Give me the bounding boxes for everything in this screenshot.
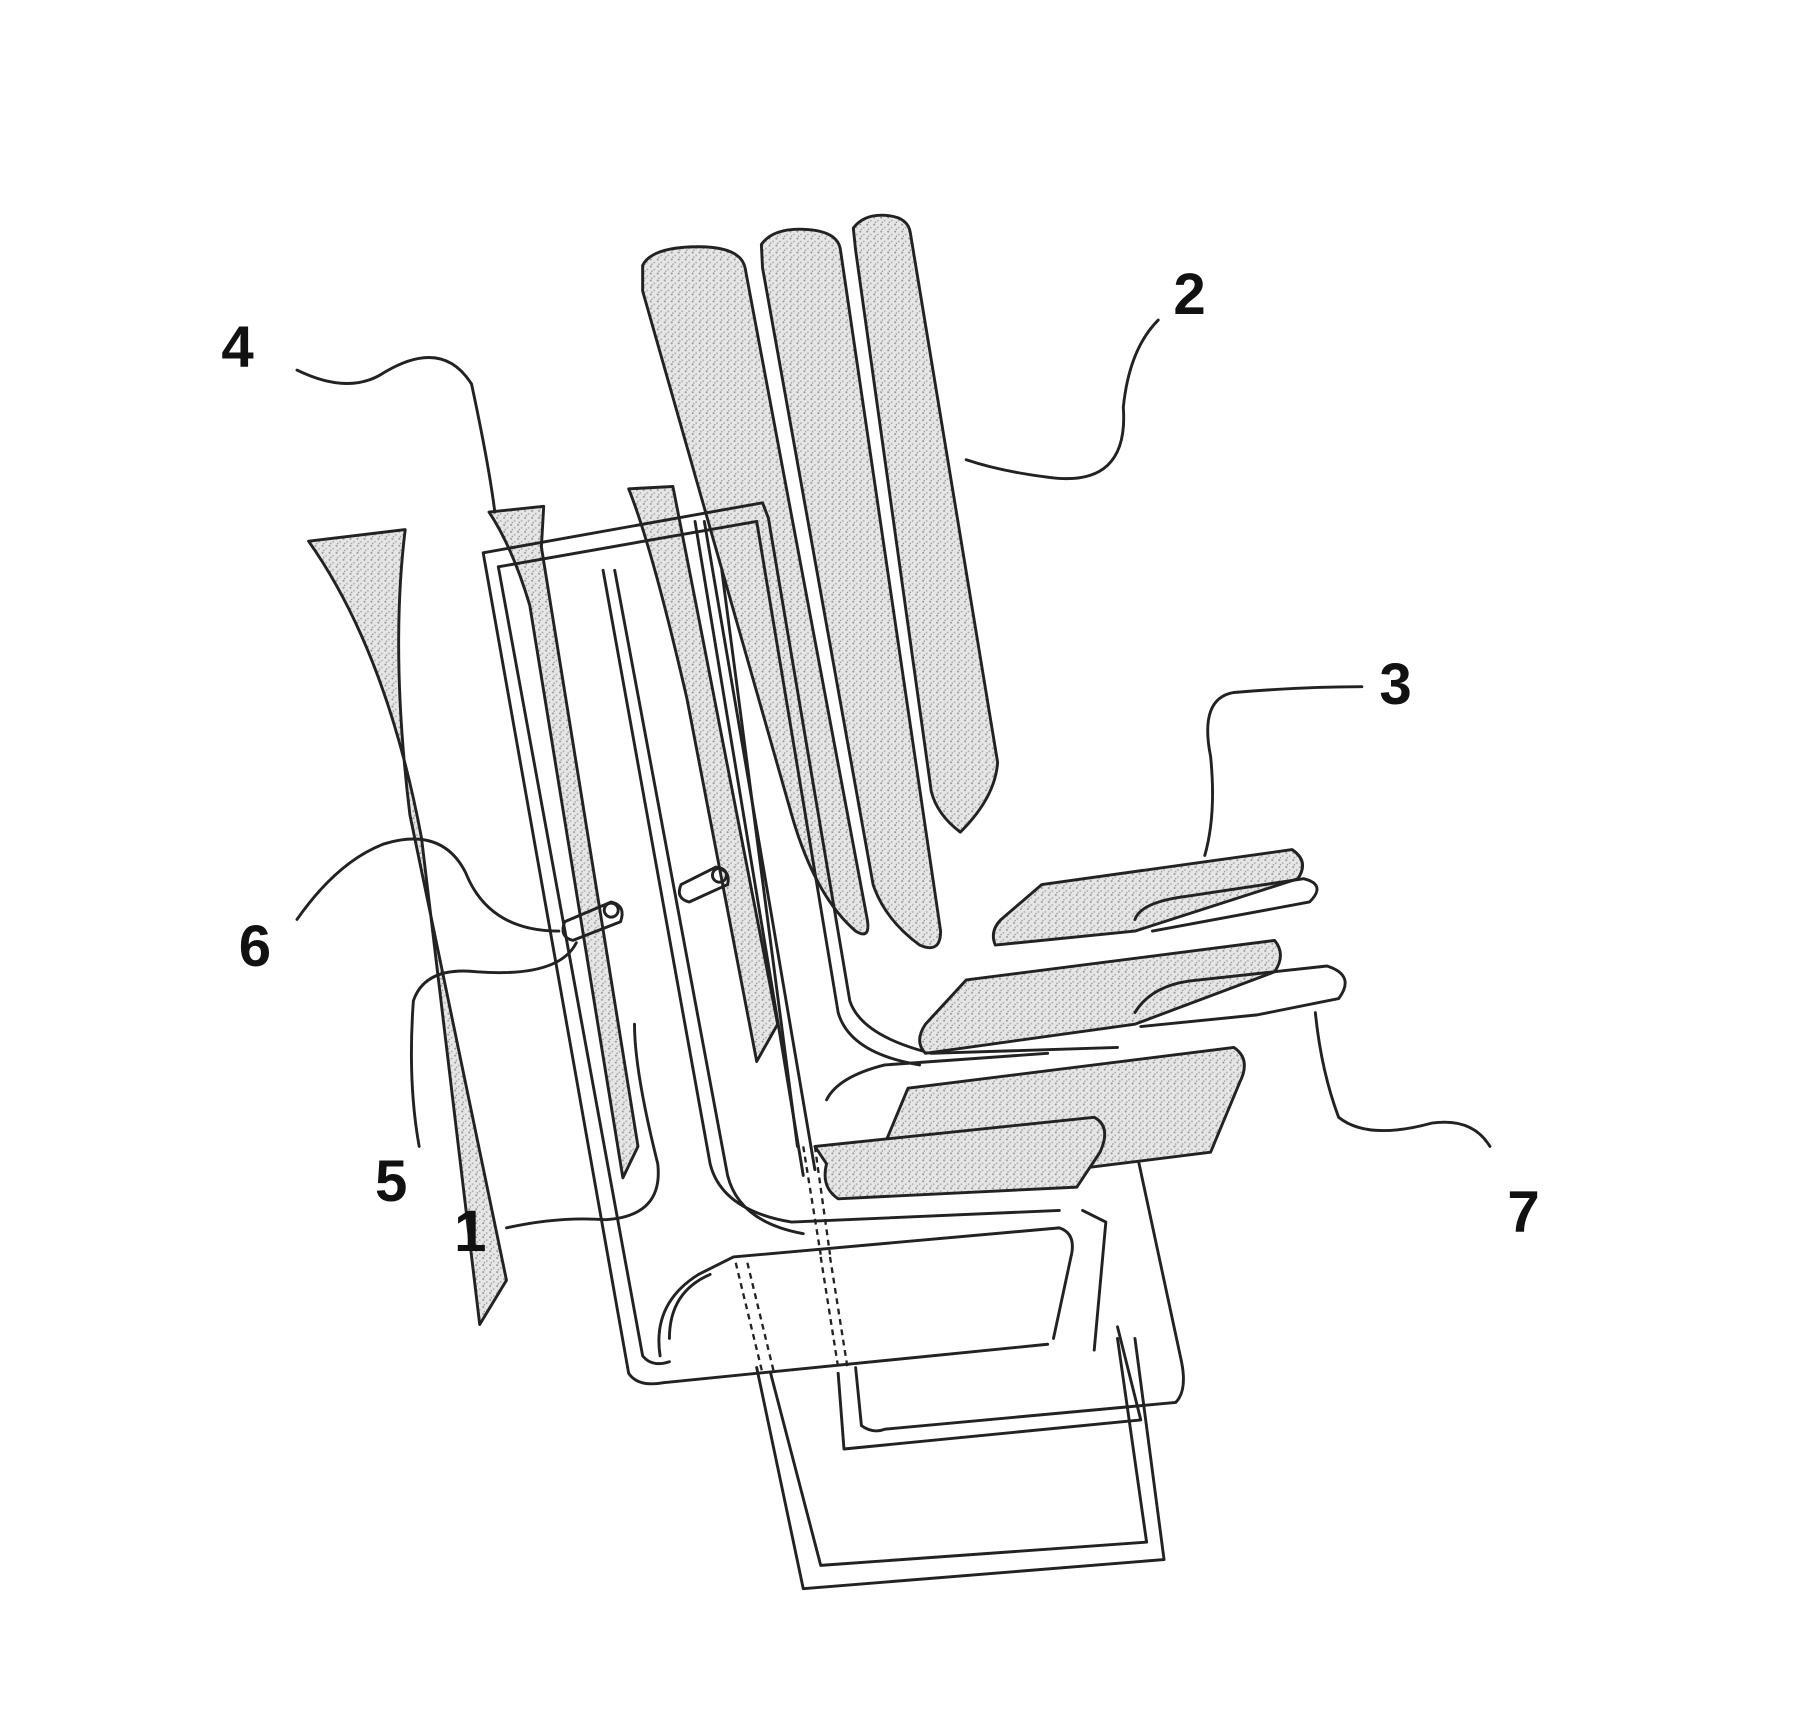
numeral-7: 7 <box>1507 1179 1539 1244</box>
seat-pads <box>813 848 1347 1201</box>
numeral-6: 6 <box>239 914 271 979</box>
numeral-3: 3 <box>1379 652 1411 717</box>
numeral-4: 4 <box>221 315 254 380</box>
leader-lines <box>295 318 1492 1230</box>
side-panel <box>307 528 508 1326</box>
buckles <box>561 865 730 942</box>
numeral-5: 5 <box>375 1149 407 1214</box>
numeral-1: 1 <box>454 1199 486 1264</box>
seat-frame <box>481 501 1185 1591</box>
belt-strip-right <box>627 485 780 1063</box>
belt-strip-left <box>487 504 640 1180</box>
backrest-cushions <box>641 213 1000 950</box>
numeral-2: 2 <box>1173 262 1205 327</box>
